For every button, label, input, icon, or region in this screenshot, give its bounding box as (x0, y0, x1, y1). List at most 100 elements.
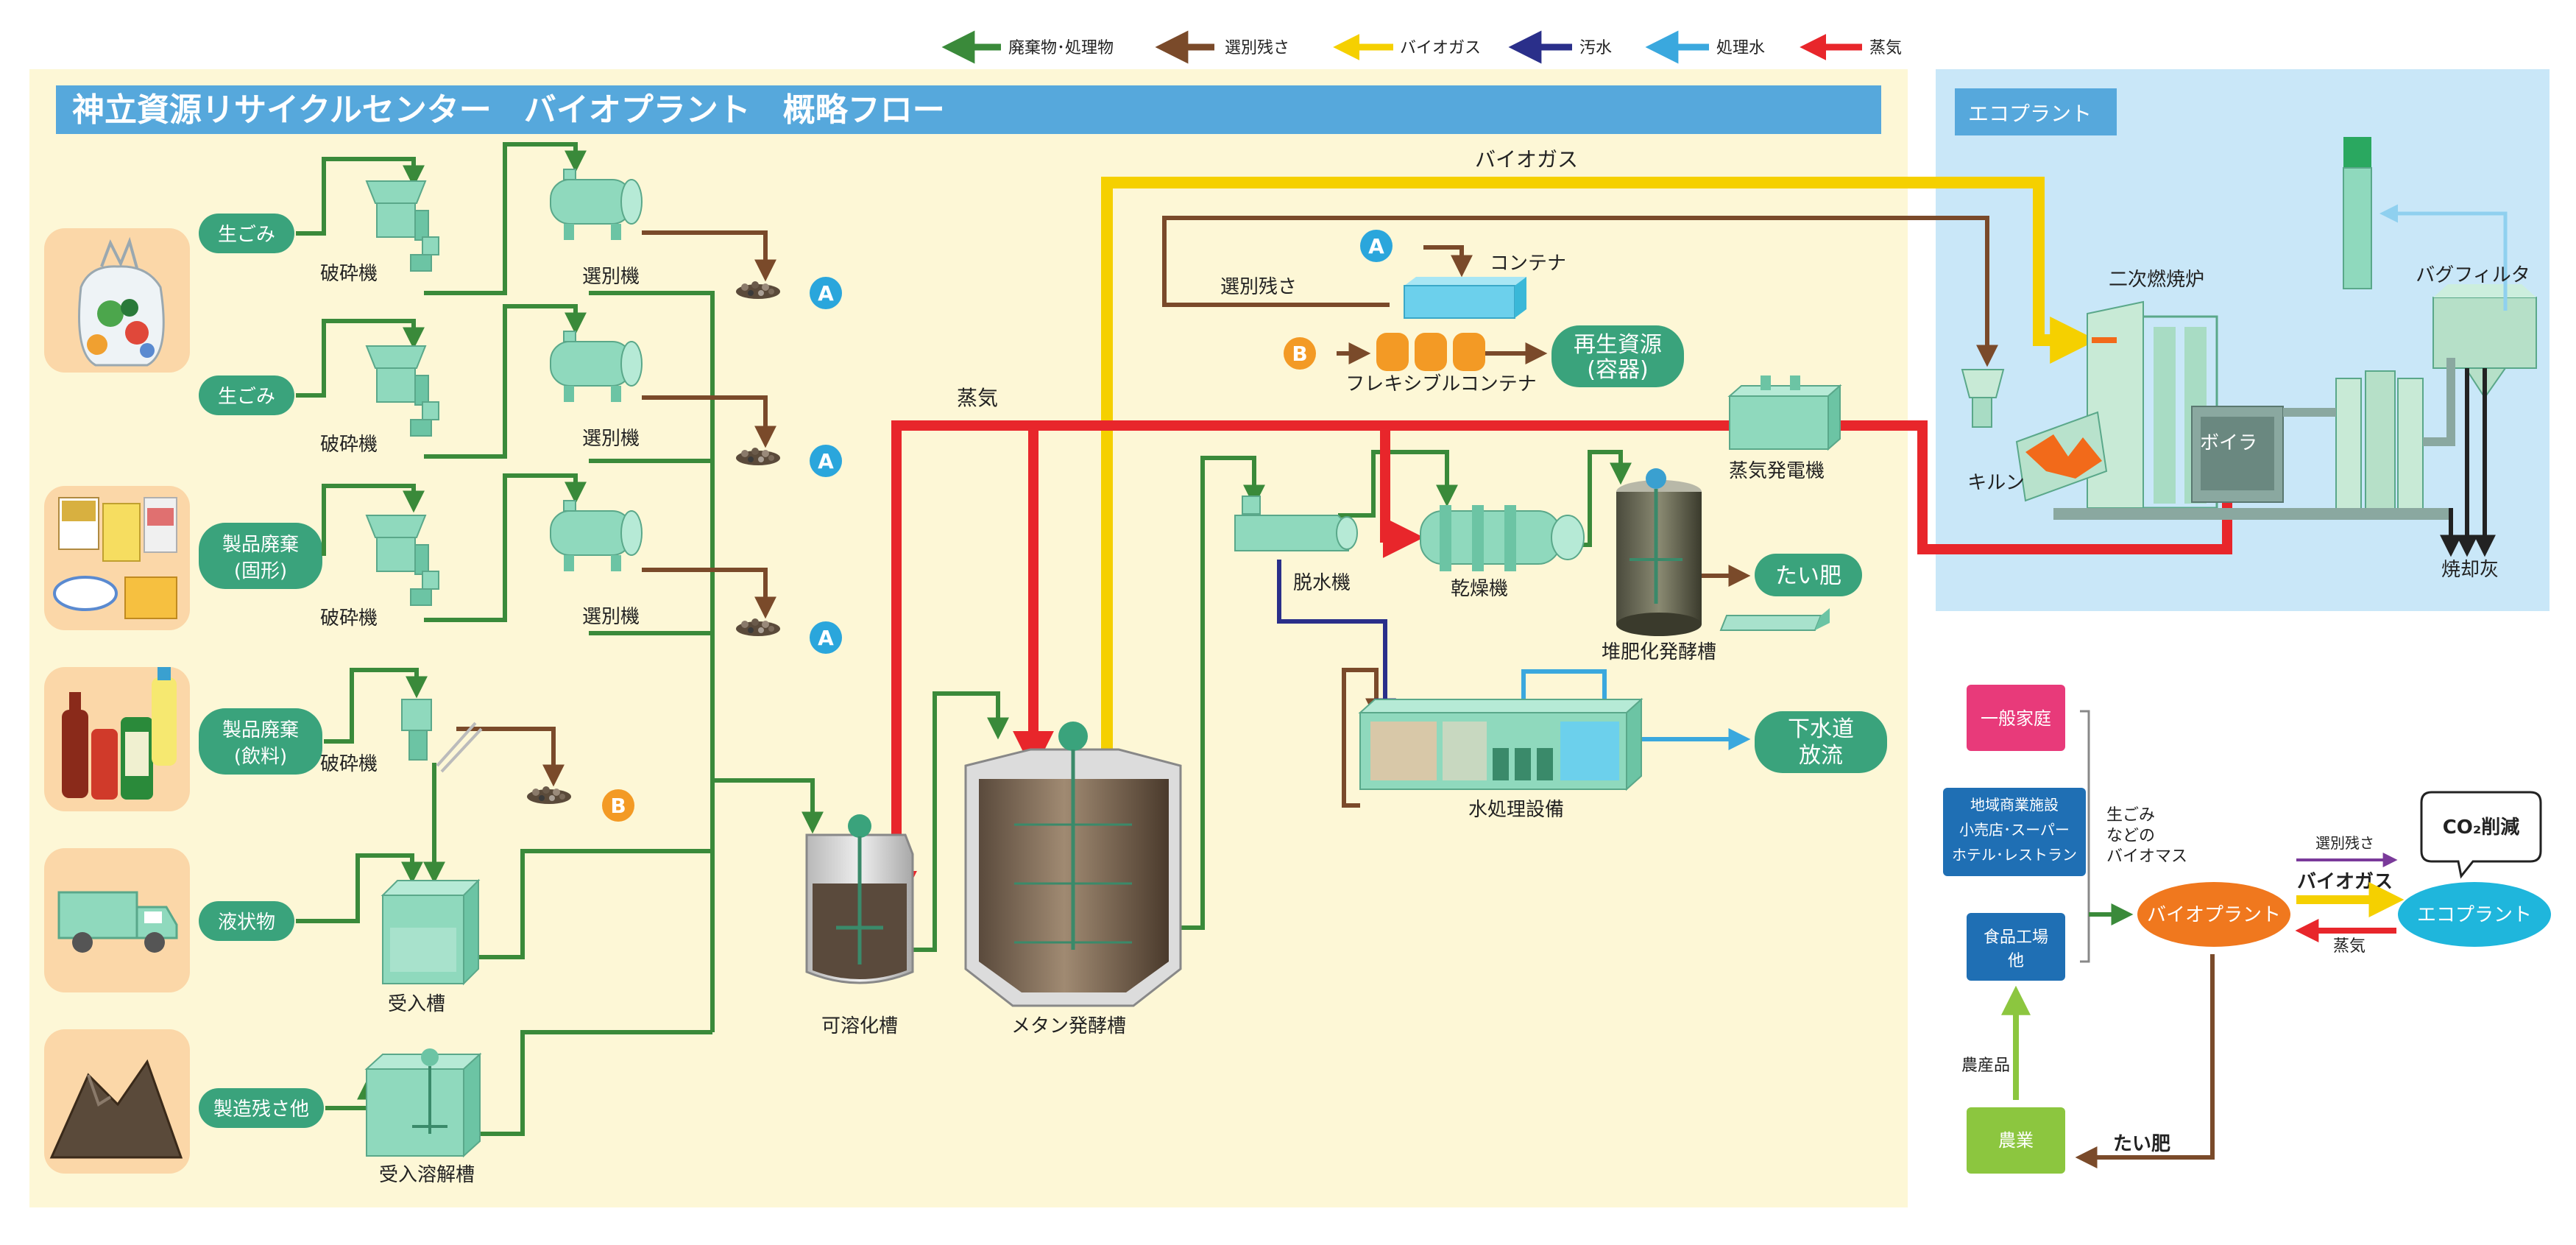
waste-flow-lines (296, 142, 1632, 1136)
bioplant-panel (29, 69, 1908, 1207)
sewer-line2: 放流 (1799, 743, 1843, 769)
marker-a-1: A (810, 277, 842, 309)
container-box (1404, 277, 1526, 319)
input-labels: 生ごみ 生ごみ 製品廃棄 (固形) 製品廃棄 (飲料) 液状物 製造残さ他 (199, 214, 324, 1128)
legend-treated-water-label: 処理水 (1716, 39, 1765, 57)
summary-commercial-box: 地域商業施設 小売店･スーパー ホテル･レストラン (1943, 788, 2086, 876)
compost-tank-label: 堆肥化発酵槽 (1602, 641, 1716, 663)
steam-flow-lines (876, 420, 2232, 912)
methane-tank-label: メタン発酵槽 (1011, 1015, 1126, 1037)
legend-steam-label: 蒸気 (1869, 39, 1902, 57)
compost-tank (1616, 468, 1702, 636)
input-label-text: 生ごみ (218, 386, 275, 408)
input-label-food-waste-1: 生ごみ (199, 214, 294, 253)
summary-steam-label: 蒸気 (2333, 937, 2366, 956)
legend-treated-water: 処理水 (1645, 30, 1765, 64)
legend-waste: 廃棄物･処理物 (941, 30, 1114, 64)
input-label-food-waste-2: 生ごみ (199, 375, 294, 415)
eco-plant-flows (2379, 204, 2508, 557)
packaged-food-icon (44, 486, 190, 630)
dryer (1420, 505, 1585, 571)
marker-b-container: B (1284, 337, 1316, 370)
marker-b-container-text: B (1292, 342, 1307, 366)
water-treatment-label: 水処理設備 (1468, 799, 1564, 821)
marker-b-1: B (602, 789, 634, 822)
legend: 廃棄物･処理物 選別残さ バイオガス 汚水 処理水 蒸気 (941, 30, 1902, 64)
input-label-manufacturing-residue: 製造残さ他 (199, 1088, 324, 1128)
input-label-text-line2: (固形) (234, 560, 287, 582)
eco-plant-equipment (1961, 137, 2537, 520)
compost-badge: たい肥 (1755, 554, 1862, 596)
marker-a-1-text: A (818, 281, 834, 306)
sorting-residue-label: 選別残さ (1220, 276, 1297, 298)
garbage-bag-icon (44, 228, 190, 373)
solubilization-tank-label: 可溶化槽 (821, 1015, 898, 1037)
summary-household-box: 一般家庭 (1967, 685, 2065, 751)
summary-biomass-line1: 生ごみ (2106, 806, 2155, 825)
crusher-3-label: 破砕機 (320, 607, 378, 629)
summary-commercial-line1: 地域商業施設 (1970, 796, 2059, 814)
summary-household-text: 一般家庭 (1981, 708, 2051, 729)
eco-plant-tag-bg (1955, 88, 2117, 135)
tank-truck-icon (44, 848, 190, 992)
summary-bioplant-node: バイオプラント (2137, 882, 2290, 947)
summary-commercial-line3: ホテル･レストラン (1952, 846, 2077, 864)
marker-a-2: A (810, 445, 842, 477)
bag-filter-label: バグフィルタ (2416, 264, 2530, 286)
sewer-line1: 下水道 (1788, 716, 1854, 742)
summary-co2-bubble: CO₂削減 (2420, 791, 2542, 879)
container-label: コンテナ (1490, 253, 1566, 275)
input-label-solid-products: 製品廃棄 (固形) (199, 523, 322, 589)
marker-a-container: A (1360, 230, 1393, 262)
summary-compost-arrow (2075, 954, 2215, 1168)
steam-generator-label: 蒸気発電機 (1729, 460, 1825, 482)
marker-a-container-text: A (1368, 234, 1384, 258)
summary-co2-text: CO₂削減 (2443, 817, 2520, 839)
title-bar: 神立資源リサイクルセンター バイオプラント 概略フロー (56, 85, 1881, 134)
solubilization-tank (805, 814, 914, 984)
legend-steam: 蒸気 (1800, 34, 1902, 60)
biogas-label: バイオガス (1475, 147, 1578, 172)
summary-food-factory-line2: 他 (2008, 952, 2024, 970)
flexible-container-label: フレキシブルコンテナ (1345, 373, 1536, 395)
legend-residue: 選別残さ (1155, 30, 1289, 64)
summary-biomass-line3: バイオマス (2106, 847, 2187, 866)
recycled-resource-badge: 再生資源 (容器) (1551, 325, 1684, 387)
summary-agriculture-text: 農業 (1998, 1130, 2034, 1151)
crusher-4-small (401, 699, 483, 773)
summary-ecoplant-text: エコプラント (2417, 904, 2532, 926)
input-label-text-line1: 製品廃棄 (222, 534, 299, 556)
summary-biogas-label: バイオガス (2297, 871, 2393, 893)
input-label-text-line2: (飲料) (234, 746, 287, 768)
steam-generator (1727, 375, 1842, 451)
page-title: 神立資源リサイクルセンター バイオプラント 概略フロー (72, 91, 945, 129)
receiving-tank (381, 878, 481, 986)
crusher-1-label: 破砕機 (320, 263, 378, 285)
residue-flow-lines (456, 216, 1998, 808)
eco-plant-title: エコプラント (1968, 102, 2092, 126)
residue-pile-icon (44, 1029, 190, 1174)
beverage-bottles-icon (44, 667, 190, 811)
sorter-1-label: 選別機 (582, 266, 640, 288)
sorter-2-label: 選別機 (582, 428, 640, 450)
legend-biogas-label: バイオガス (1400, 39, 1481, 57)
legend-sewage-label: 汚水 (1579, 39, 1612, 57)
input-label-text-line1: 製品廃棄 (222, 719, 299, 741)
eco-plant-tag: エコプラント (1955, 88, 2117, 135)
flexible-container-bags (1376, 333, 1485, 371)
recycled-resource-line2: (容器) (1587, 357, 1648, 383)
dehydrator (1234, 495, 1358, 551)
summary-compost-label: たい肥 (2113, 1133, 2170, 1155)
receiving-tank-label: 受入槽 (388, 993, 445, 1015)
dissolving-tank (364, 1048, 482, 1158)
sewer-discharge-badge: 下水道 放流 (1755, 711, 1887, 773)
summary-agriculture-box: 農業 (1967, 1107, 2065, 1174)
legend-biogas: バイオガス (1333, 34, 1481, 60)
title-bar-bg (56, 85, 1881, 134)
marker-b-1-text: B (610, 794, 626, 818)
recycled-resource-line1: 再生資源 (1574, 332, 1662, 358)
summary-commercial-line2: 小売店･スーパー (1959, 821, 2070, 839)
crusher-2-label: 破砕機 (320, 434, 378, 456)
summary-biomass-line2: などの (2106, 827, 2155, 845)
